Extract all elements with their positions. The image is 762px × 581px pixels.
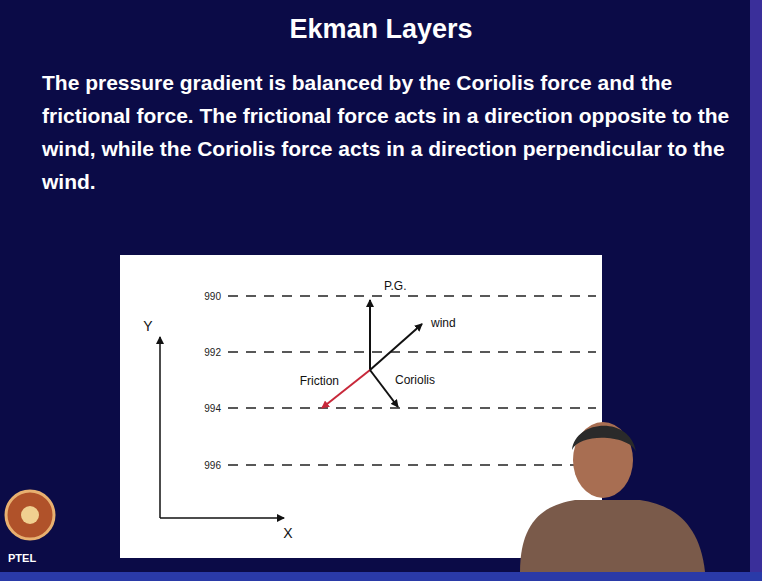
side-bar <box>750 0 762 581</box>
axis-label: Y <box>142 318 153 334</box>
isobar-value: 992 <box>203 347 222 358</box>
isobar-value: 994 <box>203 403 222 414</box>
force-label: P.G. <box>383 280 407 293</box>
isobar-value: 996 <box>203 460 222 471</box>
force-vectors <box>322 300 422 408</box>
isobars <box>228 296 596 465</box>
logo-text: PTEL <box>8 552 36 564</box>
figure-panel <box>120 255 602 558</box>
force-label: Friction <box>299 375 340 388</box>
bottom-bar <box>0 572 762 581</box>
presenter <box>520 422 705 572</box>
force-label: Coriolis <box>394 374 436 387</box>
slide-title: Ekman Layers <box>289 14 472 45</box>
body-text: The pressure gradient is balanced by the… <box>42 66 732 198</box>
force-label: wind <box>430 317 457 330</box>
axis-label: X <box>282 525 293 541</box>
logo <box>6 491 54 539</box>
isobar-value: 990 <box>203 291 222 302</box>
axes <box>160 337 284 518</box>
